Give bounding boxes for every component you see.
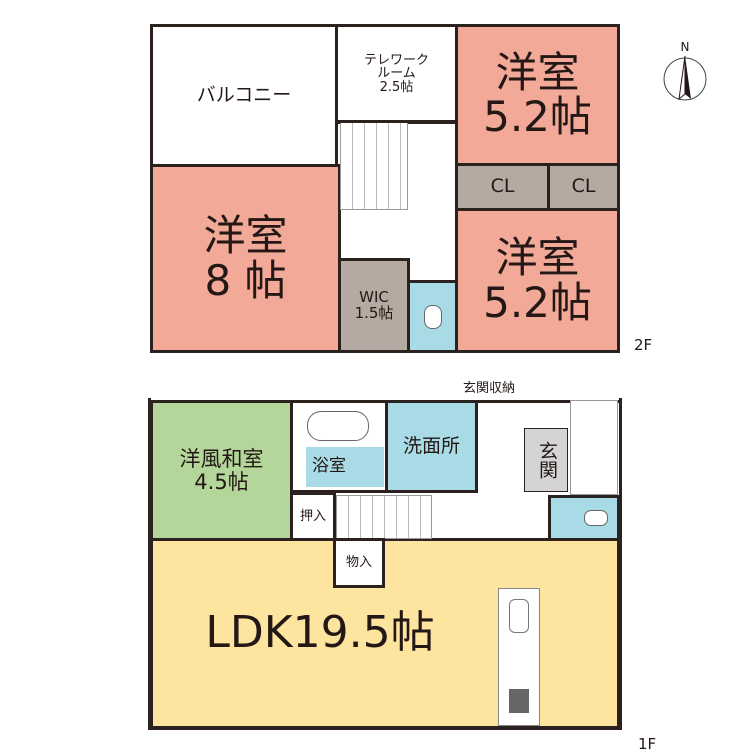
floor-1-label: 1F [638,735,657,753]
entrance: 玄関 [524,428,568,492]
entrance-storage-label: 玄関収納 [463,381,516,396]
staircase-2f [340,122,408,210]
staircase-1f [336,495,432,539]
closet-label: 押入 [299,508,326,524]
wic-name: WIC [359,287,389,306]
wic: WIC 1.5帖 [338,258,410,353]
japanese-room-name: 洋風和室 [179,447,264,472]
stove-icon [509,689,529,713]
toilet-icon [584,510,608,526]
bathtub-icon [307,411,369,441]
japanese-room-size: 4.5帖 [194,469,249,494]
bathroom: 浴室 [290,400,388,493]
bedroom-ne: 洋室 5.2帖 [455,24,620,166]
toilet-2f [407,280,458,353]
kitchen-counter [498,588,540,726]
entrance-door [570,400,618,495]
storage: 物入 [333,538,385,588]
closet-oshiire: 押入 [290,492,336,541]
washroom: 洗面所 [385,400,478,493]
balcony: バルコニー [150,24,338,167]
entrance-label: 玄関 [535,441,558,479]
telework-room: テレワーク ルーム 2.5帖 [335,24,458,124]
japanese-room: 洋風和室 4.5帖 [150,400,293,541]
closet-2: CL [547,163,620,211]
closet-1: CL [455,163,550,211]
compass: N [660,40,710,106]
balcony-label: バルコニー [196,83,292,106]
bedroom-ne-size: 5.2帖 [483,92,592,141]
toilet-1f [548,495,620,541]
telework-size: 2.5帖 [379,79,414,95]
bedroom-w: 洋室 8 帖 [150,164,341,353]
storage-label: 物入 [345,555,372,571]
ldk: LDK19.5帖 [150,538,620,729]
bedroom-ne-name: 洋室 [495,47,580,97]
toilet-icon [423,304,442,329]
closet-1-label: CL [490,175,515,198]
sink-icon [509,599,529,633]
bedroom-w-name: 洋室 [203,211,288,261]
bedroom-se-name: 洋室 [495,233,580,283]
north-arrow-icon [663,55,707,101]
bath-label: 浴室 [306,447,384,487]
bedroom-w-size: 8 帖 [204,255,287,305]
hall-top-wall [475,400,620,403]
ldk-label: LDK19.5帖 [205,607,435,659]
telework-label-1: テレワーク [363,52,429,68]
telework-label-2: ルーム [377,66,416,82]
compass-north-label: N [680,40,690,54]
floor-2-label: 2F [634,336,653,354]
bedroom-se-size: 5.2帖 [483,277,592,327]
closet-2-label: CL [571,175,596,198]
wic-size: 1.5帖 [354,303,394,322]
bedroom-se: 洋室 5.2帖 [455,208,620,353]
washroom-label: 洗面所 [402,434,460,457]
